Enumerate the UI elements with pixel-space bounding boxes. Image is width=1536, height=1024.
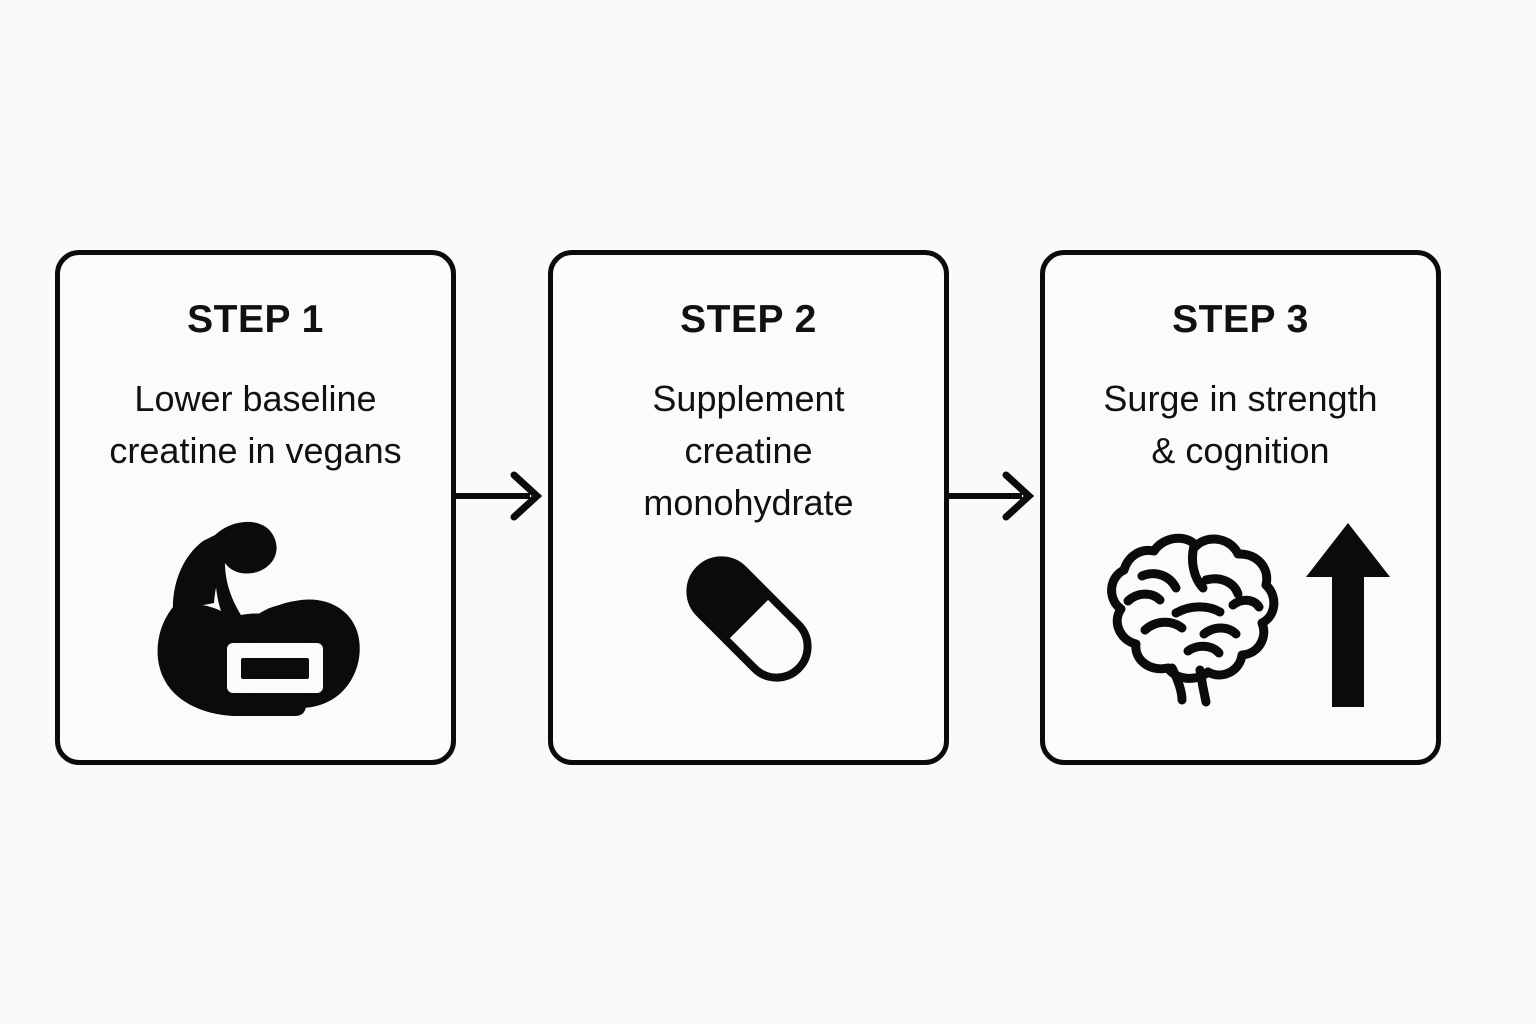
- arrow-step2-to-step3: [944, 470, 1036, 522]
- flexed-bicep-icon: [145, 515, 367, 728]
- up-arrow-icon: [1304, 519, 1392, 716]
- step-2-description: Supplement creatine monohydrate: [643, 378, 854, 523]
- step-card-2: STEP 2 Supplement creatine monohydrate: [548, 250, 949, 765]
- step-3-title: STEP 3: [1172, 298, 1309, 341]
- step-2-title: STEP 2: [680, 298, 817, 341]
- arrow-step1-to-step2: [452, 470, 544, 522]
- step-card-3: STEP 3 Surge in strength & cognition: [1040, 250, 1441, 765]
- step-1-icon-zone: [60, 506, 451, 736]
- step-card-1: STEP 1 Lower baseline creatine in vegans: [55, 250, 456, 765]
- step-1-title: STEP 1: [187, 298, 324, 341]
- step-1-description: Lower baseline creatine in vegans: [109, 378, 402, 471]
- step-3-icon-zone: [1045, 502, 1436, 732]
- brain-icon: [1090, 520, 1286, 715]
- step-3-description: Surge in strength & cognition: [1103, 378, 1378, 471]
- capsule-pill-icon: [663, 533, 835, 710]
- step-2-icon-zone: [553, 506, 944, 736]
